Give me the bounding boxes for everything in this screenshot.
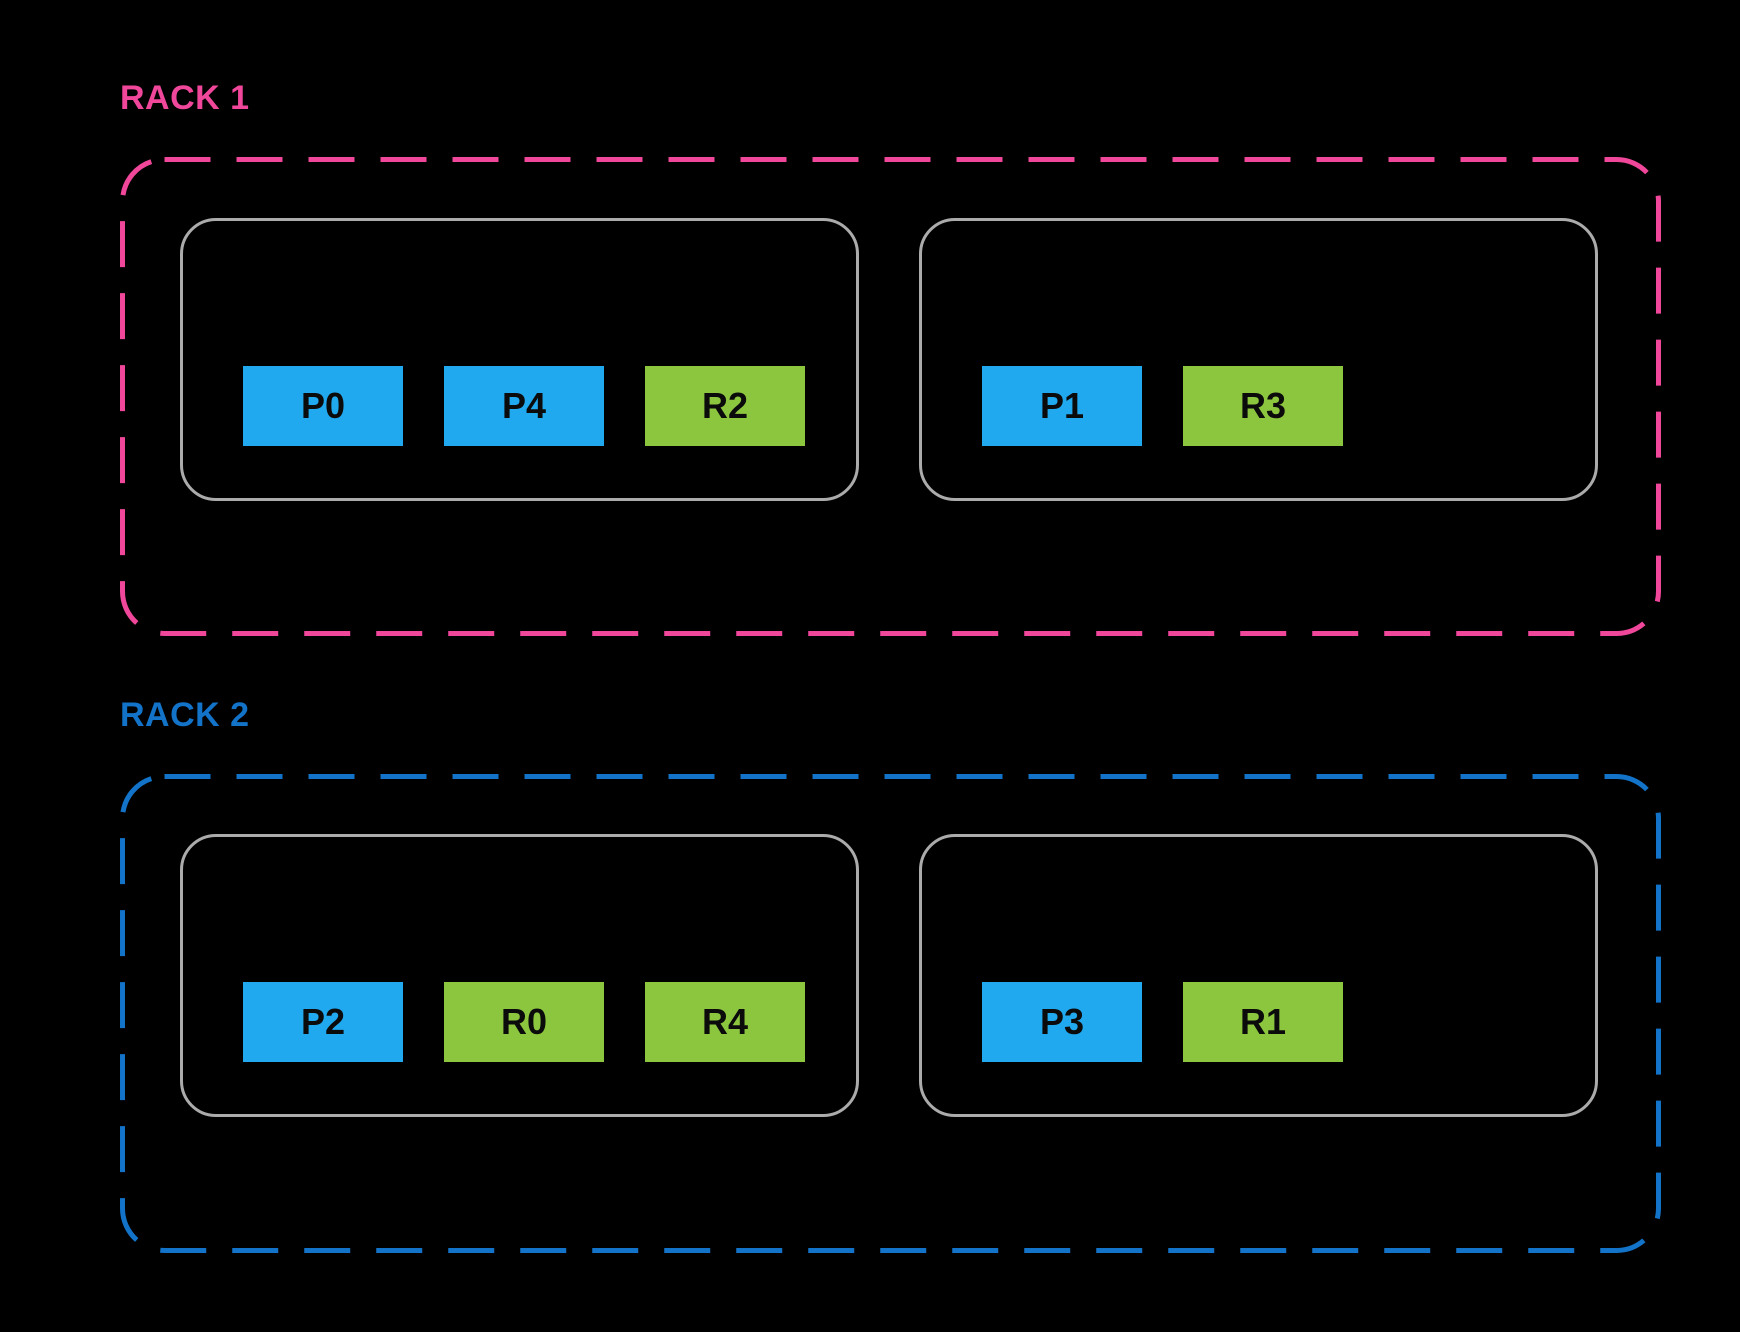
block-p1: P1: [982, 366, 1142, 446]
rack-1-label: RACK 1: [120, 79, 250, 117]
rack-2-node-1: P2 R0 R4: [180, 834, 859, 1117]
rack-2-label: RACK 2: [120, 696, 250, 734]
block-p0: P0: [243, 366, 403, 446]
block-p4: P4: [444, 366, 604, 446]
block-r2: R2: [645, 366, 805, 446]
rack-2-dashed-border: [120, 774, 1661, 1253]
rack-1-node-1: P0 P4 R2: [180, 218, 859, 501]
block-p2: P2: [243, 982, 403, 1062]
rack-1-dashed-border: [120, 157, 1661, 636]
block-r1: R1: [1183, 982, 1343, 1062]
rack-1-node-2: P1 R3: [919, 218, 1598, 501]
block-r4: R4: [645, 982, 805, 1062]
rack-2-node-2: P3 R1: [919, 834, 1598, 1117]
block-r0: R0: [444, 982, 604, 1062]
block-r3: R3: [1183, 366, 1343, 446]
block-p3: P3: [982, 982, 1142, 1062]
